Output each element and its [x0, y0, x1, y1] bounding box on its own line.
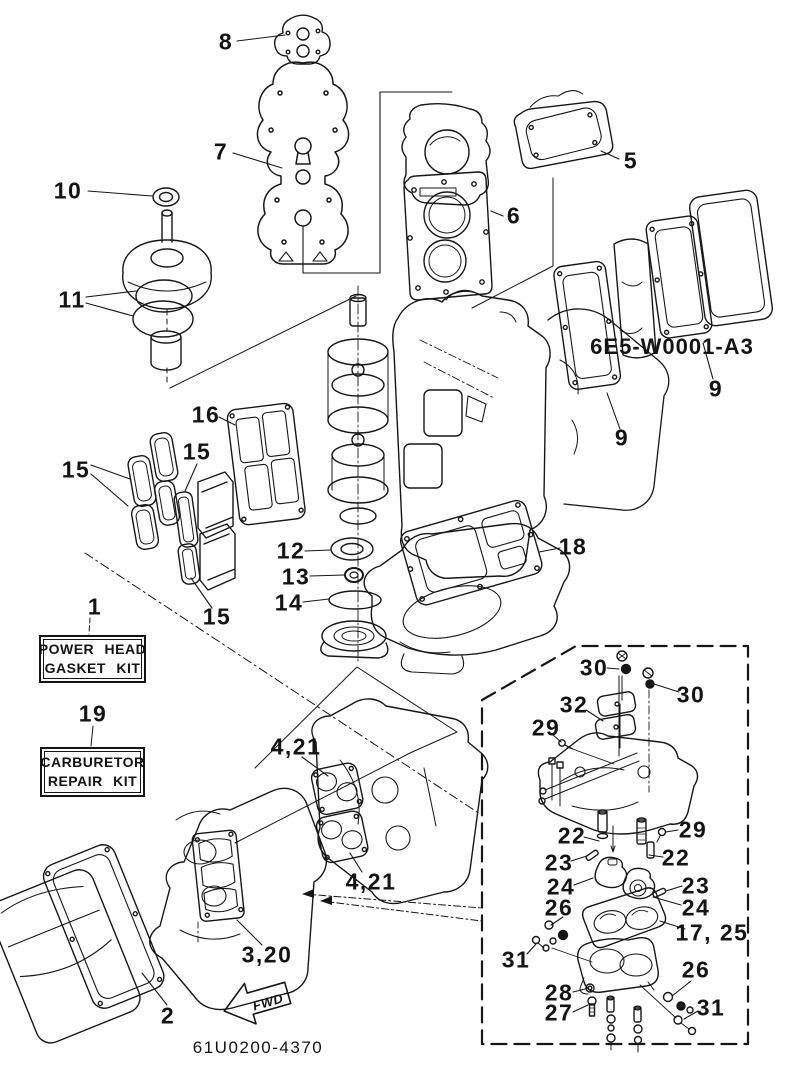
part-callout-15: 15	[202, 603, 232, 630]
part-7-gasket-drawing	[256, 61, 350, 265]
part-9-gasket-a-drawing	[553, 260, 622, 390]
part-callout-11: 11	[58, 286, 86, 313]
part-13-seal-drawing	[344, 567, 364, 583]
lower-housing-drawing	[363, 522, 571, 675]
exhaust-cover-plate-drawing	[689, 189, 773, 327]
part-callout-9: 9	[708, 375, 724, 402]
part-3-20-plate-drawing	[191, 829, 245, 922]
part-callout-5: 5	[623, 147, 639, 174]
part-callout-30: 30	[676, 681, 706, 708]
part-callout-9: 9	[614, 424, 630, 451]
exhaust-inner-plate-drawing	[613, 238, 657, 359]
part-code-label: 6E5-W0001-A3	[590, 334, 754, 359]
bushing-drawing	[150, 330, 182, 371]
part-callout-2: 2	[160, 1002, 176, 1029]
part-callout-15: 15	[182, 438, 212, 465]
kit-box-line: POWER HEAD	[38, 641, 147, 657]
part-10-seal-drawing	[152, 187, 180, 207]
part-12-bearing-drawing	[330, 537, 374, 561]
inset-pointer-lines	[302, 889, 483, 922]
carburetor-inset-drawing	[531, 650, 699, 1053]
part-callout-32: 32	[559, 691, 589, 718]
kit-box-line: GASKET KIT	[44, 660, 141, 676]
part-callout-17-25: 17, 25	[675, 919, 749, 946]
leader-construction-lines	[84, 552, 481, 844]
drawing-number-label: 61U0200-4370	[192, 1038, 324, 1057]
part-callout-24: 24	[681, 894, 711, 921]
part-5-cover-drawing	[513, 90, 614, 170]
part-callout-22: 22	[661, 844, 691, 871]
part-callout-13: 13	[281, 563, 311, 590]
part-callout-4-21: 4,21	[270, 733, 322, 760]
crankcase-half-drawing	[149, 787, 328, 1011]
inset-dashed-border	[480, 644, 750, 1046]
manifold-drawing	[311, 698, 489, 905]
part-callout-26: 26	[544, 894, 574, 921]
part-16-plate-drawing	[226, 402, 306, 526]
crankcase-block-drawing	[392, 289, 670, 579]
part-callout-16: 16	[191, 401, 221, 428]
pump-housing-drawing	[122, 209, 212, 310]
part-11-orings-drawing	[132, 279, 194, 338]
part-callout-19: 19	[78, 700, 108, 727]
part-callout-15: 15	[61, 456, 91, 483]
part-callout-1: 1	[87, 593, 103, 620]
part-15-gaskets-drawing	[127, 432, 236, 591]
part-callout-31: 31	[501, 946, 531, 973]
part-6-head-drawing	[401, 102, 493, 301]
part-callout-3-20: 3,20	[241, 941, 293, 968]
part-callout-29: 29	[531, 714, 561, 741]
part-callout-18: 18	[558, 533, 588, 560]
part-callout-6: 6	[506, 202, 522, 229]
part-callout-29: 29	[678, 816, 708, 843]
lower-cap-drawing	[320, 620, 389, 659]
carburetor-repair-kit-box: CARBURETOR REPAIR KIT	[40, 747, 145, 797]
part-9-gasket-b-drawing	[645, 215, 713, 339]
part-callout-22: 22	[557, 822, 587, 849]
part-callout-30: 30	[579, 654, 609, 681]
kit-box-line: REPAIR KIT	[47, 773, 138, 789]
part-callout-26: 26	[681, 956, 711, 983]
fwd-arrow	[223, 981, 292, 1025]
part-callout-23: 23	[681, 872, 711, 899]
crankshaft-drawing	[327, 285, 389, 663]
cover-gasket-drawing	[42, 844, 165, 1009]
part-2-cover-drawing	[0, 869, 141, 1044]
part-callout-12: 12	[276, 537, 306, 564]
kit-box-line: CARBURETOR	[40, 754, 145, 770]
part-callout-10: 10	[53, 177, 83, 204]
part-callout-7: 7	[213, 138, 229, 165]
part-14-oring-drawing	[328, 590, 382, 610]
part-callout-8: 8	[218, 28, 234, 55]
part-callout-27: 27	[544, 999, 574, 1026]
callout-leader-lines	[85, 34, 714, 1020]
power-head-gasket-kit-box: POWER HEAD GASKET KIT	[39, 635, 146, 683]
part-callout-24: 24	[546, 873, 576, 900]
part-callout-4-21: 4,21	[345, 868, 397, 895]
part-callout-14: 14	[274, 589, 304, 616]
part-callout-31: 31	[696, 994, 726, 1021]
part-callout-23: 23	[544, 849, 574, 876]
part-callout-28: 28	[544, 979, 574, 1006]
part-7-bracket-leader	[302, 91, 453, 274]
